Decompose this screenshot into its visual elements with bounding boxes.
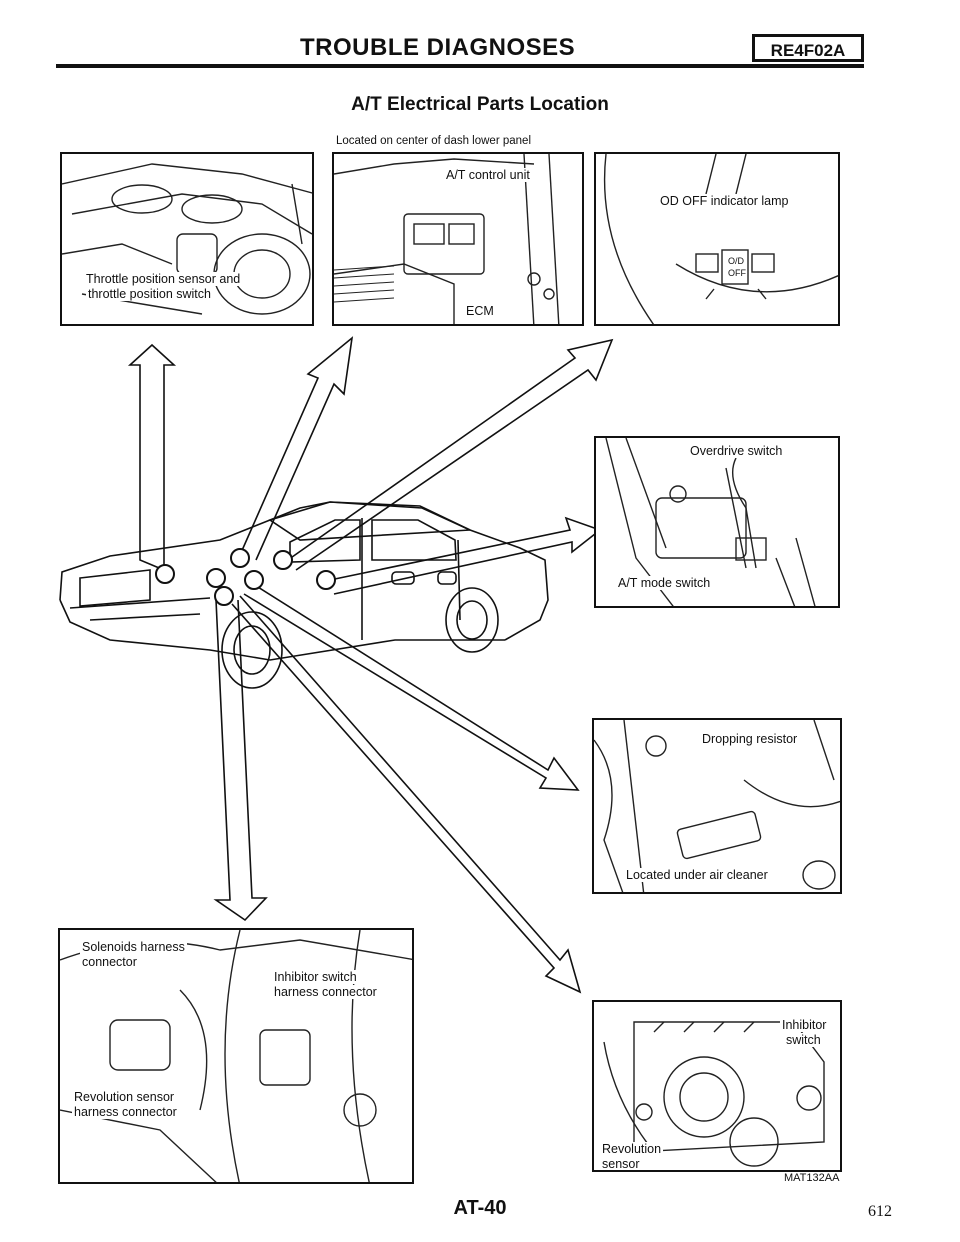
- air-cleaner-note: Located under air cleaner: [624, 868, 770, 882]
- at-mode-switch-label: A/T mode switch: [616, 576, 713, 590]
- inhibitor-harness-label-line1: Inhibitor switch: [272, 970, 359, 984]
- model-code-box: RE4F02A: [752, 34, 864, 62]
- dash-illustration: [334, 154, 560, 324]
- control-unit-panel: A/T control unit ECM: [332, 152, 584, 326]
- meter-cluster-illustration: [603, 154, 838, 324]
- resistor-illustration: [594, 720, 840, 892]
- solenoid-harness-panel: Solenoids harness connector Inhibitor sw…: [58, 928, 414, 1184]
- revolution-harness-label-line1: Revolution sensor: [72, 1090, 177, 1104]
- lamp-text-bottom: OFF: [728, 268, 746, 278]
- shifter-illustration: [605, 438, 816, 606]
- dropping-resistor-label: Dropping resistor: [700, 732, 800, 746]
- lamp-text-top: O/D: [728, 256, 745, 266]
- tcu-label: A/T control unit: [444, 168, 532, 182]
- throttle-label-line1: Throttle position sensor and: [84, 272, 243, 286]
- solenoids-harness-label-line2: connector: [80, 955, 139, 969]
- page-code: AT-40: [453, 1197, 507, 1219]
- solenoids-harness-label-line1: Solenoids harness: [80, 940, 187, 954]
- header-rule: [56, 64, 864, 68]
- od-off-lamp-label: OD OFF indicator lamp: [658, 194, 791, 208]
- section-title: A/T Electrical Parts Location: [351, 94, 609, 115]
- figure-reference: MAT132AA: [784, 1172, 840, 1184]
- overdrive-switch-label: Overdrive switch: [688, 444, 785, 458]
- inhibitor-harness-label-line2: harness connector: [272, 985, 379, 999]
- page-number: 612: [868, 1203, 892, 1220]
- ecm-label: ECM: [464, 304, 496, 318]
- throttle-sensor-panel: Throttle position sensor and throttle po…: [60, 152, 314, 326]
- indicator-lamp-panel: OD OFF indicator lamp O/D OFF: [594, 152, 840, 326]
- revolution-harness-label-line2: harness connector: [72, 1105, 179, 1119]
- throttle-label-line2: throttle position switch: [86, 287, 213, 301]
- revolution-sensor-label-line1: Revolution: [600, 1142, 664, 1156]
- overdrive-switch-panel: Overdrive switch A/T mode switch: [594, 436, 840, 608]
- dash-location-note: Located on center of dash lower panel: [334, 134, 533, 148]
- transaxle-illustration: [603, 1021, 825, 1167]
- inhibitor-switch-label-line2: switch: [784, 1033, 823, 1047]
- transaxle-sensor-panel: Inhibitor switch Revolution sensor: [592, 1000, 842, 1172]
- dropping-resistor-panel: Dropping resistor Located under air clea…: [592, 718, 842, 894]
- inhibitor-switch-label-line1: Inhibitor: [780, 1018, 829, 1032]
- page-header-title: TROUBLE DIAGNOSES: [300, 34, 576, 61]
- revolution-sensor-label-line2: sensor: [600, 1157, 642, 1171]
